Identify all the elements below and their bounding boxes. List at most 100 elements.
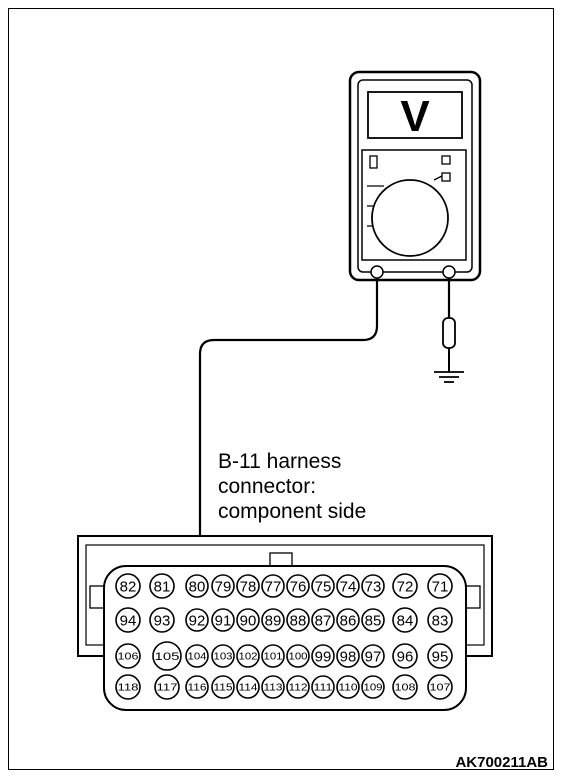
connector-pin-label: 95 <box>432 648 449 665</box>
connector-pin <box>152 641 182 671</box>
ground-probe <box>442 278 456 372</box>
connector-label-line3: component side <box>218 500 366 523</box>
connector-pin-label: 96 <box>397 648 414 665</box>
connector-pin <box>236 675 260 699</box>
connector-pin-label: 81 <box>154 578 171 595</box>
connector-pin <box>392 643 418 669</box>
connector-pin-label: 108 <box>395 683 417 694</box>
connector-pin <box>115 607 141 633</box>
connector-pin <box>286 608 310 632</box>
connector-pin <box>211 574 235 598</box>
connector-pin-label: 97 <box>365 648 382 665</box>
connector-pin <box>427 573 453 599</box>
connector-pin-label: 103 <box>214 652 233 663</box>
connector-pin <box>427 643 453 669</box>
connector-pin-label: 106 <box>118 652 140 663</box>
connector-pin-label: 111 <box>314 683 334 694</box>
connector-pin <box>211 608 235 632</box>
connector-pin-label: 101 <box>264 652 283 663</box>
mode-button-2 <box>441 172 451 182</box>
connector-pin <box>286 574 310 598</box>
probe-jack-right <box>442 265 456 279</box>
connector-pin <box>311 608 335 632</box>
connector-label-line2: connector: <box>218 475 316 498</box>
connector-pin <box>361 574 385 598</box>
connector-pin <box>185 608 209 632</box>
connector-pin-label: 115 <box>214 683 234 694</box>
probe-jack-left <box>370 265 384 279</box>
connector-pin <box>286 675 310 699</box>
connector-pin <box>336 675 360 699</box>
connector-pin-label: 89 <box>265 612 282 629</box>
connector-pin-label: 82 <box>120 578 137 595</box>
connector-pin-label: 86 <box>340 612 357 629</box>
connector-pin <box>185 574 209 598</box>
connector-pin-label: 73 <box>365 578 382 595</box>
connector-pin <box>311 644 335 668</box>
connector-pin-label: 83 <box>432 612 449 629</box>
connector-pin <box>211 644 235 668</box>
connector-pin-label: 109 <box>364 683 383 694</box>
connector-pin <box>336 574 360 598</box>
connector-pin <box>236 644 260 668</box>
connector-pin-label: 102 <box>239 652 258 663</box>
connector-pin-label: 92 <box>189 612 206 629</box>
connector-pin-label: 77 <box>265 578 282 595</box>
connector-pin <box>392 674 418 700</box>
voltage-symbol: V <box>400 92 430 141</box>
connector-pin-label: 76 <box>290 578 307 595</box>
connector-pin <box>115 643 141 669</box>
connector-pin <box>211 675 235 699</box>
connector-pin-label: 94 <box>120 612 137 629</box>
connector-pin-label: 85 <box>365 612 382 629</box>
connector-pin <box>361 675 385 699</box>
connector-pin-label: 87 <box>315 612 332 629</box>
connector-pin <box>392 607 418 633</box>
connector-pin-label: 100 <box>289 652 308 663</box>
multimeter: V <box>348 70 482 282</box>
connector-pin <box>261 574 285 598</box>
diagram-frame <box>8 8 554 770</box>
connector-pin-label: 118 <box>118 683 140 694</box>
ground-icon <box>434 371 464 383</box>
rotary-dial <box>371 179 449 257</box>
connector-pin <box>154 674 180 700</box>
connector-pin-label: 110 <box>339 683 359 694</box>
connector-pin-label: 80 <box>189 578 206 595</box>
connector-pin <box>261 644 285 668</box>
connector-pin-label: 78 <box>240 578 257 595</box>
mode-button-1 <box>441 155 451 165</box>
connector-pin <box>392 573 418 599</box>
connector-pin-label: 75 <box>315 578 332 595</box>
connector-pin <box>115 674 141 700</box>
range-button <box>369 155 378 169</box>
connector-pin-label: 114 <box>239 683 259 694</box>
connector-pin-label: 98 <box>340 648 357 665</box>
connector-pin-face <box>103 565 467 711</box>
connector-pin-label: 117 <box>157 683 179 694</box>
connector-pin-label: 99 <box>315 648 332 665</box>
meter-display <box>367 91 463 139</box>
connector-pin <box>149 573 175 599</box>
connector-pin-label: 107 <box>430 683 452 694</box>
connector-pin <box>261 608 285 632</box>
connector-pin-label: 113 <box>264 683 284 694</box>
connector-pin <box>149 607 175 633</box>
connector-pin <box>185 675 209 699</box>
connector-pin <box>427 674 453 700</box>
connector-pin <box>185 644 209 668</box>
connector-pin-label: 91 <box>215 612 232 629</box>
connector-pin <box>336 644 360 668</box>
connector-pin <box>311 574 335 598</box>
connector-key <box>269 552 293 567</box>
connector-pin <box>286 644 310 668</box>
positive-probe-lead <box>198 278 379 562</box>
connector-pin-label: 104 <box>188 652 207 663</box>
connector-pin-label: 112 <box>289 683 309 694</box>
connector-pin-label: 79 <box>215 578 232 595</box>
connector-pin-label: 74 <box>340 578 357 595</box>
connector-pin-label: 93 <box>154 612 171 629</box>
